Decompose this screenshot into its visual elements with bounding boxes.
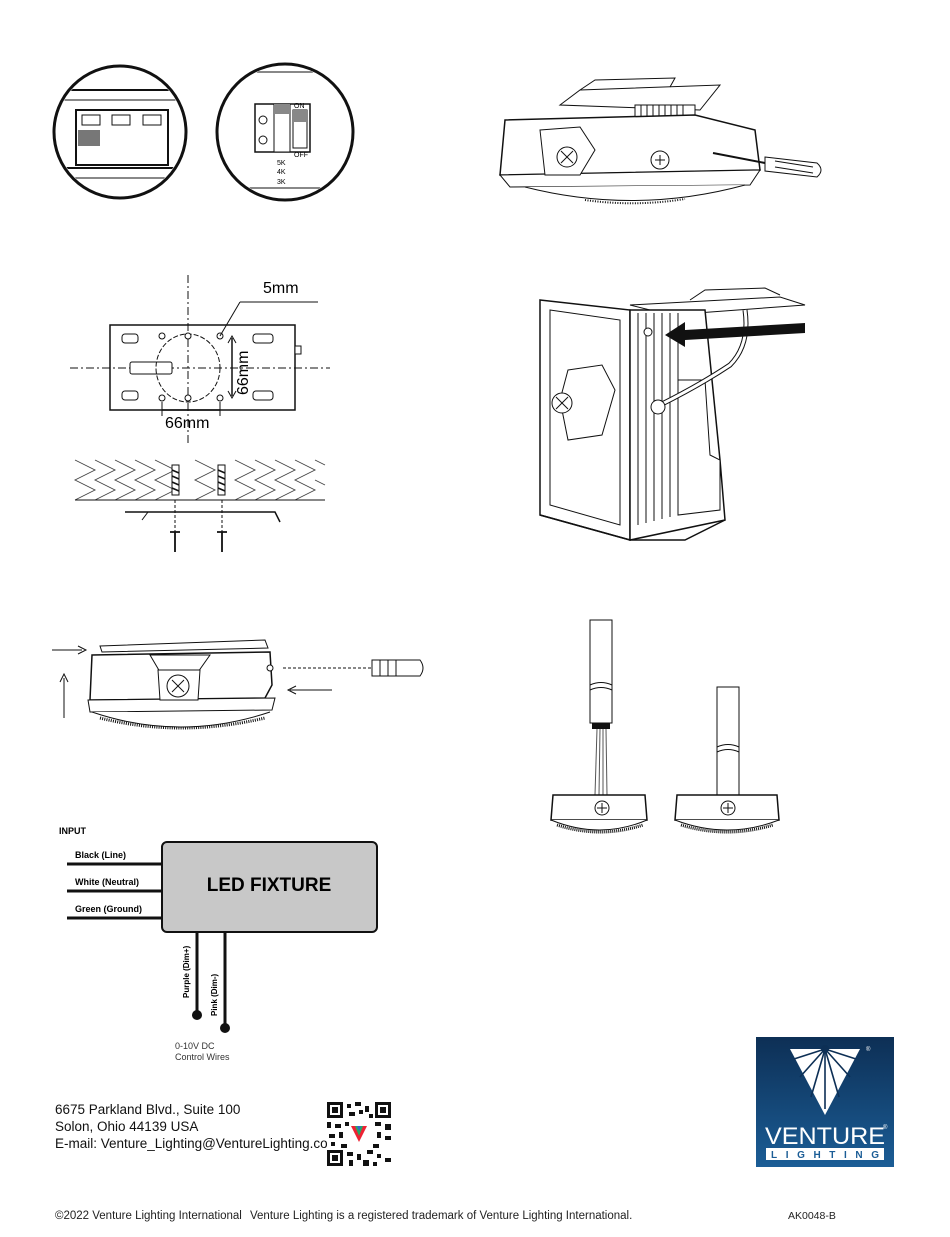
wire-pink-label: Pink (Dim-) [210,973,219,1016]
switch-on-label: ON [294,103,305,110]
qr-center-logo [349,1124,369,1144]
wire-purple-label: Purple (Dim+) [182,945,191,998]
switch-5k-label: 5K [277,160,286,167]
footer-doc-code: AK0048-B [788,1210,836,1222]
vertical-dimension-label: 66mm [235,351,252,395]
wire-black-label: Black (Line) [75,850,126,860]
pendant-mount-figure [550,619,780,834]
venture-lighting-logo: ® VENTURE ® LIGHTING [756,1037,894,1167]
switch-4k-label: 4K [277,169,286,176]
cct-switch-figure: ON OFF 5K 4K 3K [52,62,355,202]
control-wires-line2: Control Wires [175,1052,230,1062]
logo-wordmark-reg: ® [883,1124,888,1131]
mounting-template-figure: 5mm 66mm 66mm [70,275,330,552]
horizontal-dimension-label: 66mm [165,415,209,432]
footer-trademark: Venture Lighting is a registered tradema… [250,1210,633,1222]
qr-code[interactable] [327,1102,391,1166]
fixture-screwdriver-figure [498,77,822,205]
logo-wordmark: VENTURE [765,1123,885,1150]
wire-green-label: Green (Ground) [75,904,142,914]
venture-triangle-icon [790,1045,860,1115]
switch-3k-label: 3K [277,179,286,186]
company-address: 6675 Parkland Blvd., Suite 100 Solon, Oh… [55,1101,339,1152]
logo-registered-mark: ® [866,1046,871,1053]
wiring-diagram: INPUT Black (Line) White (Neutral) Green… [59,826,378,1062]
control-wires-line1: 0-10V DC [175,1041,215,1051]
bracket-mount-figure [539,287,806,541]
address-line-1: 6675 Parkland Blvd., Suite 100 [55,1102,241,1117]
led-fixture-box [161,841,378,933]
footer-copyright: ©2022 Venture Lighting International [55,1210,242,1222]
hole-size-label: 5mm [263,280,299,297]
wire-white-label: White (Neutral) [75,877,139,887]
address-email[interactable]: E-mail: Venture_Lighting@VentureLighting… [55,1136,339,1151]
switch-off-label: OFF [294,152,308,159]
address-line-2: Solon, Ohio 44139 USA [55,1119,199,1134]
wiring-input-label: INPUT [59,826,87,836]
fixture-side-figure [52,639,424,730]
led-fixture-label: LED FIXTURE [207,875,332,896]
